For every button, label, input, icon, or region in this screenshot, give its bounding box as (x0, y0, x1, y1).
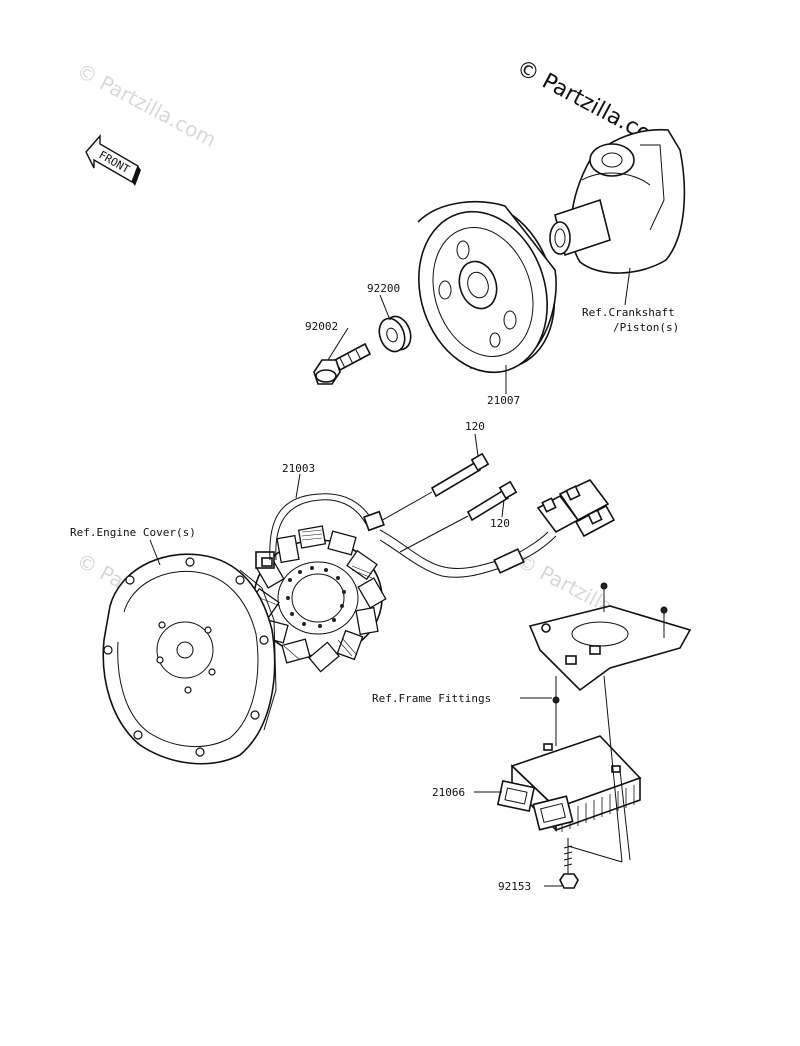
bolt-92153-drawing (559, 838, 579, 889)
frame-fitting-bracket-drawing (528, 582, 692, 704)
leader-crankshaft (624, 267, 631, 306)
label-21003: 21003 (282, 462, 315, 475)
front-arrow-icon: FRONT (85, 134, 141, 186)
stator-bolt-upper-drawing (371, 452, 490, 527)
leader-120-top (474, 433, 479, 457)
regulator-21066-drawing (496, 675, 642, 863)
leader-92200 (379, 294, 391, 321)
wiring-harness-drawing (269, 479, 616, 578)
leader-21003 (295, 473, 301, 499)
label-120-bottom: 120 (490, 517, 510, 530)
watermark-top-left: © Partzilla.com (73, 58, 221, 152)
leader-92002 (327, 327, 349, 361)
label-21066: 21066 (432, 786, 465, 799)
label-120-top: 120 (465, 420, 485, 433)
label-frame-fittings: Ref.Frame Fittings (372, 692, 491, 705)
label-crankshaft-line2: /Piston(s) (613, 321, 679, 334)
label-crankshaft-line1: Ref.Crankshaft (582, 306, 675, 319)
rotor-21007-drawing (417, 200, 557, 374)
label-92153: 92153 (498, 880, 531, 893)
label-engine-cover: Ref.Engine Cover(s) (70, 526, 196, 539)
label-92200: 92200 (367, 282, 400, 295)
bolt-92002-drawing (313, 342, 372, 385)
crankshaft-drawing (549, 128, 686, 274)
leader-120-bottom (501, 499, 505, 518)
label-92002: 92002 (305, 320, 338, 333)
label-21007: 21007 (487, 394, 520, 407)
stator-bolt-lower-drawing (399, 480, 518, 553)
engine-cover-drawing (102, 553, 277, 765)
washer-92200-drawing (378, 315, 412, 353)
leader-engine-cover (149, 539, 161, 566)
